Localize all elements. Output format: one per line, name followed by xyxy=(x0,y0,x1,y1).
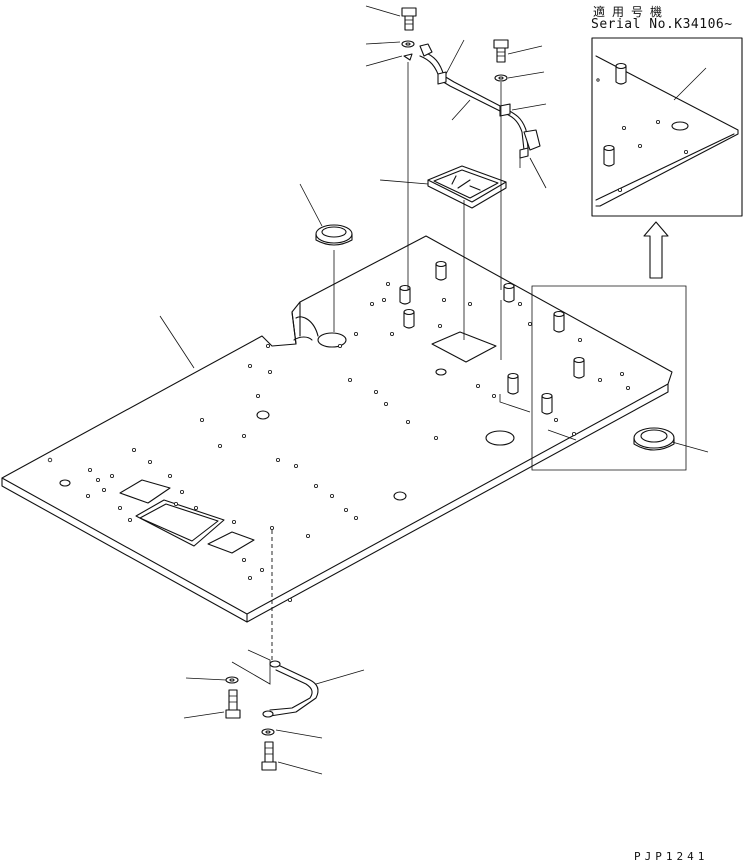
inset-arrow xyxy=(643,221,669,279)
inset-detail-box xyxy=(591,37,743,217)
washer-lower-right xyxy=(261,728,275,736)
detail-region-outline xyxy=(531,285,687,471)
grommet-right xyxy=(633,427,675,451)
washer-top-left xyxy=(401,40,415,61)
inspection-cover xyxy=(427,165,507,209)
bolt-lower-left xyxy=(225,689,241,719)
lower-harness-bracket xyxy=(231,649,319,718)
upper-harness-bracket xyxy=(419,43,541,159)
bolt-lower-right xyxy=(261,741,277,771)
floor-plate xyxy=(1,235,673,623)
plate-bolt-holes xyxy=(47,281,631,603)
bolt-top-left xyxy=(401,7,417,31)
inset-applicability-label: 適用号機 xyxy=(593,5,670,19)
plate-openings xyxy=(59,331,515,554)
grommet-left xyxy=(315,224,353,246)
inset-serial-label: Serial No.K34106~ xyxy=(591,17,733,32)
plate-studs xyxy=(399,260,585,415)
washer-lower-left xyxy=(225,676,239,684)
callout-leaders xyxy=(159,5,709,775)
bolt-top-right xyxy=(493,39,509,63)
drawing-code: PJP1241 xyxy=(634,850,709,863)
washer-top-right xyxy=(494,74,508,82)
